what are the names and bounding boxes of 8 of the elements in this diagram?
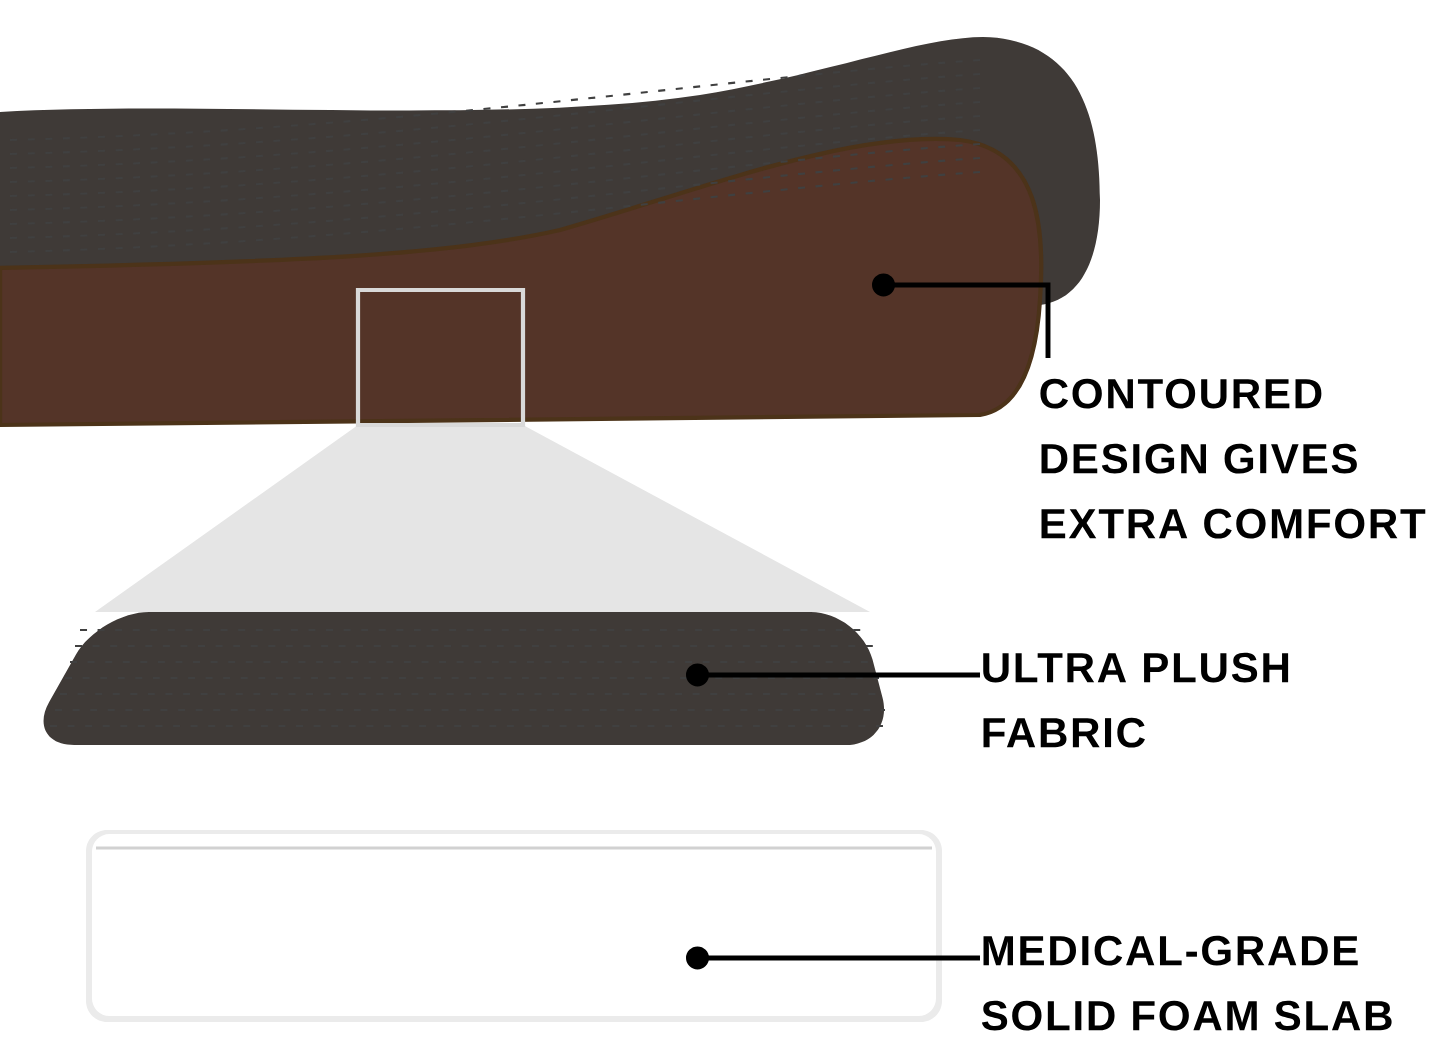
leader-line (686, 946, 980, 970)
callout-text: CONTOURED DESIGN GIVES EXTRA COMFORT (1040, 378, 1426, 539)
callout-text: MEDICAL-GRADE SOLID FOAM SLAB (981, 935, 1392, 1031)
leader-line (686, 663, 980, 687)
callout-text: ULTRA PLUSH FABRIC (983, 652, 1289, 748)
leader-line (872, 273, 1051, 358)
fabric-layer-drawing (43, 612, 888, 745)
foam-slab-drawing (86, 830, 942, 1022)
